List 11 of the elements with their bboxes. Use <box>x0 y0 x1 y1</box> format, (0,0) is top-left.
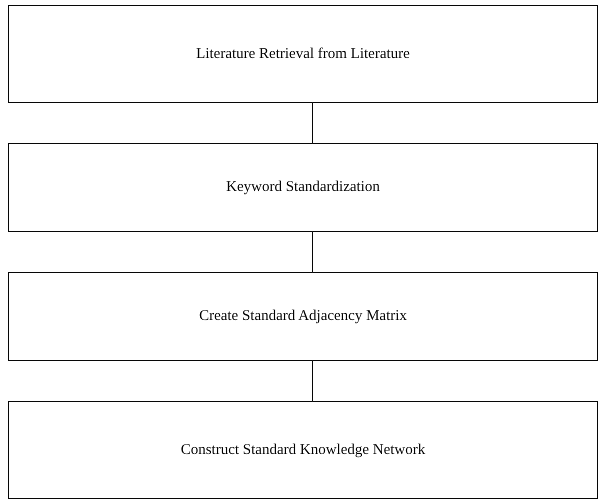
step-label: Create Standard Adjacency Matrix <box>199 308 407 325</box>
step-label: Literature Retrieval from Literature <box>196 46 410 62</box>
step-label: Construct Standard Knowledge Network <box>180 442 426 458</box>
step-label: Keyword Standardization <box>226 179 380 196</box>
process-box <box>8 272 598 361</box>
connector-line <box>312 102 313 144</box>
connector-line <box>312 360 313 402</box>
process-box <box>8 5 598 103</box>
process-box <box>8 401 598 499</box>
connector-line <box>312 232 313 272</box>
process-box <box>8 143 598 232</box>
